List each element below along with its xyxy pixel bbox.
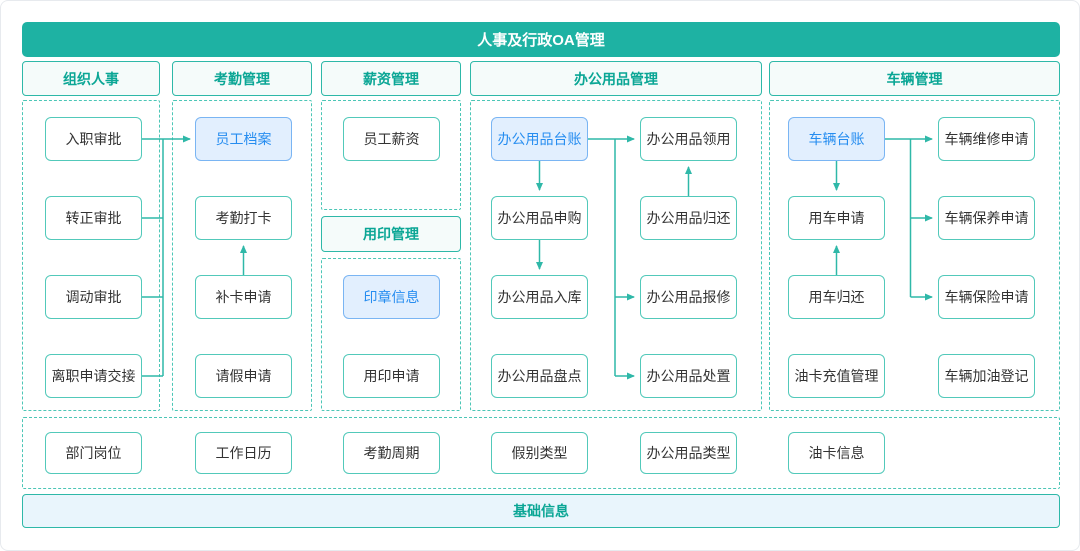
- node-resign-handover: 离职申请交接: [45, 354, 142, 398]
- node-leave-type: 假别类型: [491, 432, 588, 474]
- node-vehicle-insurance: 车辆保险申请: [938, 275, 1035, 319]
- node-vehicle-refuel: 车辆加油登记: [938, 354, 1035, 398]
- column-header-org: 组织人事: [22, 61, 160, 96]
- group-org: [22, 100, 160, 411]
- node-vehicle-apply: 用车申请: [788, 196, 885, 240]
- node-dept-post: 部门岗位: [45, 432, 142, 474]
- group-seal: [321, 258, 461, 411]
- column-header-supplies: 办公用品管理: [470, 61, 762, 96]
- node-vehicle-return: 用车归还: [788, 275, 885, 319]
- node-employee-archive: 员工档案: [195, 117, 292, 161]
- node-vehicle-ledger: 车辆台账: [788, 117, 885, 161]
- node-punch-makeup: 补卡申请: [195, 275, 292, 319]
- node-attendance-punch: 考勤打卡: [195, 196, 292, 240]
- node-transfer-approval: 调动审批: [45, 275, 142, 319]
- node-work-calendar: 工作日历: [195, 432, 292, 474]
- node-supplies-type: 办公用品类型: [640, 432, 737, 474]
- group-salary: [321, 100, 461, 210]
- node-vehicle-maintain: 车辆保养申请: [938, 196, 1035, 240]
- node-supplies-disposal: 办公用品处置: [640, 354, 737, 398]
- diagram-title-bar: 人事及行政OA管理: [22, 22, 1060, 57]
- group-attendance: [172, 100, 312, 411]
- node-employee-salary: 员工薪资: [343, 117, 440, 161]
- node-regular-approval: 转正审批: [45, 196, 142, 240]
- group-base-info: [22, 417, 1060, 489]
- node-attendance-cycle: 考勤周期: [343, 432, 440, 474]
- node-supplies-repair: 办公用品报修: [640, 275, 737, 319]
- node-entry-approval: 入职审批: [45, 117, 142, 161]
- node-supplies-stocktake: 办公用品盘点: [491, 354, 588, 398]
- node-fuel-recharge: 油卡充值管理: [788, 354, 885, 398]
- node-supplies-inbound: 办公用品入库: [491, 275, 588, 319]
- node-supplies-purchase: 办公用品申购: [491, 196, 588, 240]
- section-header-seal: 用印管理: [321, 216, 461, 252]
- node-supplies-return: 办公用品归还: [640, 196, 737, 240]
- column-header-vehicle: 车辆管理: [769, 61, 1060, 96]
- node-supplies-ledger: 办公用品台账: [491, 117, 588, 161]
- node-vehicle-repair: 车辆维修申请: [938, 117, 1035, 161]
- column-header-salary: 薪资管理: [321, 61, 461, 96]
- footer-base-info-bar: 基础信息: [22, 494, 1060, 528]
- node-leave-request: 请假申请: [195, 354, 292, 398]
- node-fuel-card-info: 油卡信息: [788, 432, 885, 474]
- node-supplies-claim: 办公用品领用: [640, 117, 737, 161]
- group-vehicle: [769, 100, 1060, 411]
- node-seal-info: 印章信息: [343, 275, 440, 319]
- column-header-attendance: 考勤管理: [172, 61, 312, 96]
- node-seal-apply: 用印申请: [343, 354, 440, 398]
- group-supplies: [470, 100, 762, 411]
